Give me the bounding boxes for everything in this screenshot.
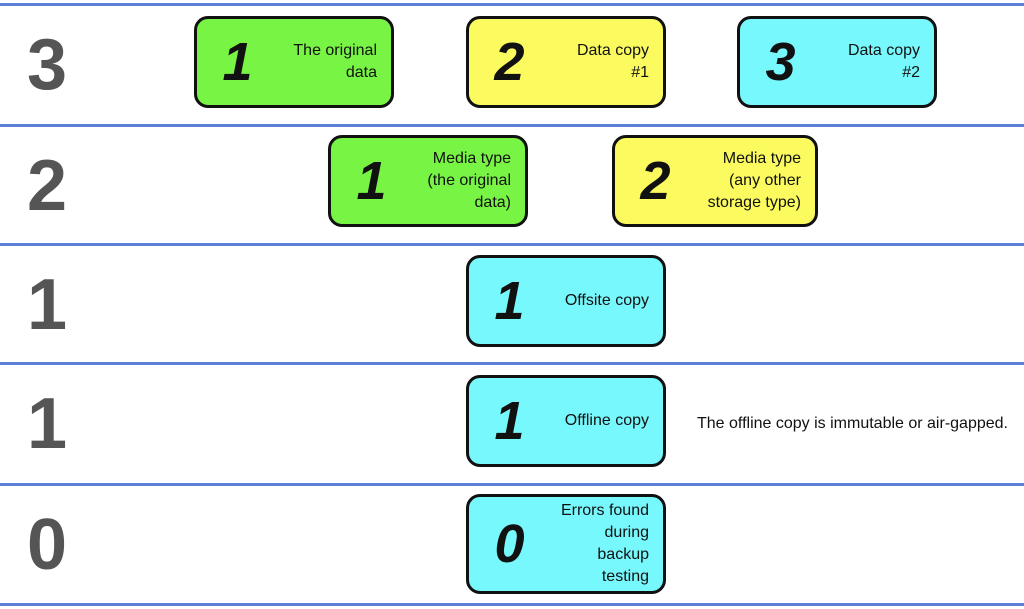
rule-number: 2 xyxy=(26,145,68,226)
row-divider xyxy=(0,603,1024,606)
card-number: 3 xyxy=(765,32,796,92)
card-data-copy-2: 3 Data copy #2 xyxy=(737,16,937,108)
rule-number: 3 xyxy=(26,24,68,105)
card-data-copy-1: 2 Data copy #1 xyxy=(466,16,666,108)
card-media-type-original: 1 Media type (the original data) xyxy=(328,135,528,227)
card-offsite-copy: 1 Offsite copy xyxy=(466,255,666,347)
row-divider xyxy=(0,124,1024,127)
card-number: 0 xyxy=(494,514,525,574)
row-offline: 1 1 Offline copy The offline copy is imm… xyxy=(0,365,1024,482)
card-number: 2 xyxy=(640,151,671,211)
card-offline-copy: 1 Offline copy xyxy=(466,375,666,467)
card-number: 1 xyxy=(222,32,253,92)
row-divider xyxy=(0,483,1024,486)
row-divider xyxy=(0,362,1024,365)
card-label: Data copy #1 xyxy=(576,42,649,81)
card-number: 1 xyxy=(494,391,525,451)
card-number: 1 xyxy=(356,151,387,211)
row-zero-errors: 0 0 Errors found during backup testing xyxy=(0,486,1024,603)
card-label: Data copy #2 xyxy=(847,42,920,81)
row-copies: 3 1 The original data 2 Data copy #1 3 D… xyxy=(0,6,1024,123)
row-divider xyxy=(0,243,1024,246)
card-label: Offline copy xyxy=(564,412,649,429)
rule-number: 1 xyxy=(26,264,68,345)
card-label: Offsite copy xyxy=(564,292,649,309)
card-number: 2 xyxy=(494,32,525,92)
card-media-type-other: 2 Media type (any other storage type) xyxy=(612,135,818,227)
row-offsite: 1 1 Offsite copy xyxy=(0,246,1024,363)
card-label: Errors found during backup testing xyxy=(560,502,649,585)
card-label: The original data xyxy=(293,42,377,81)
card-errors-found: 0 Errors found during backup testing xyxy=(466,494,666,594)
row-media-types: 2 1 Media type (the original data) 2 Med… xyxy=(0,127,1024,244)
offline-note: The offline copy is immutable or air-gap… xyxy=(697,414,1008,432)
card-label: Media type (the original data) xyxy=(427,150,511,211)
card-label: Media type (any other storage type) xyxy=(707,150,801,211)
row-divider xyxy=(0,3,1024,6)
card-original-data: 1 The original data xyxy=(194,16,394,108)
rule-number: 0 xyxy=(26,504,68,585)
rule-number: 1 xyxy=(26,383,68,464)
card-number: 1 xyxy=(494,271,525,331)
